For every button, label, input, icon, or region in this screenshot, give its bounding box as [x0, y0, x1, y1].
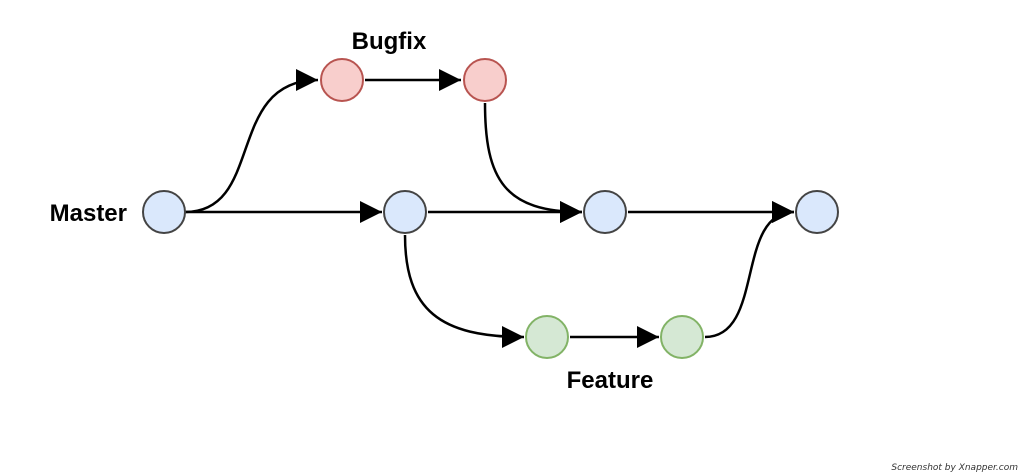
- edge-master-to-feature: [403, 234, 525, 348]
- bugfix-commit-node: [463, 58, 507, 102]
- edge-bugfix-merge: [483, 102, 583, 223]
- feature-commit-node: [525, 315, 569, 359]
- master-label: Master: [50, 200, 127, 227]
- watermark-text: Screenshot by Xnapper.com: [891, 463, 1018, 473]
- edge-master-to-bugfix: [184, 69, 319, 214]
- feature-commit-node: [660, 315, 704, 359]
- master-commit-node: [383, 190, 427, 234]
- labels-group: Master Bugfix Feature: [50, 28, 654, 394]
- edge-feature-merge: [704, 201, 795, 339]
- master-commit-node: [583, 190, 627, 234]
- master-commit-node: [795, 190, 839, 234]
- master-commit-node: [142, 190, 186, 234]
- bugfix-commit-node: [320, 58, 364, 102]
- bugfix-label: Bugfix: [352, 28, 427, 55]
- nodes-group: [142, 58, 839, 359]
- edges-group: [184, 69, 795, 348]
- feature-label: Feature: [567, 367, 654, 394]
